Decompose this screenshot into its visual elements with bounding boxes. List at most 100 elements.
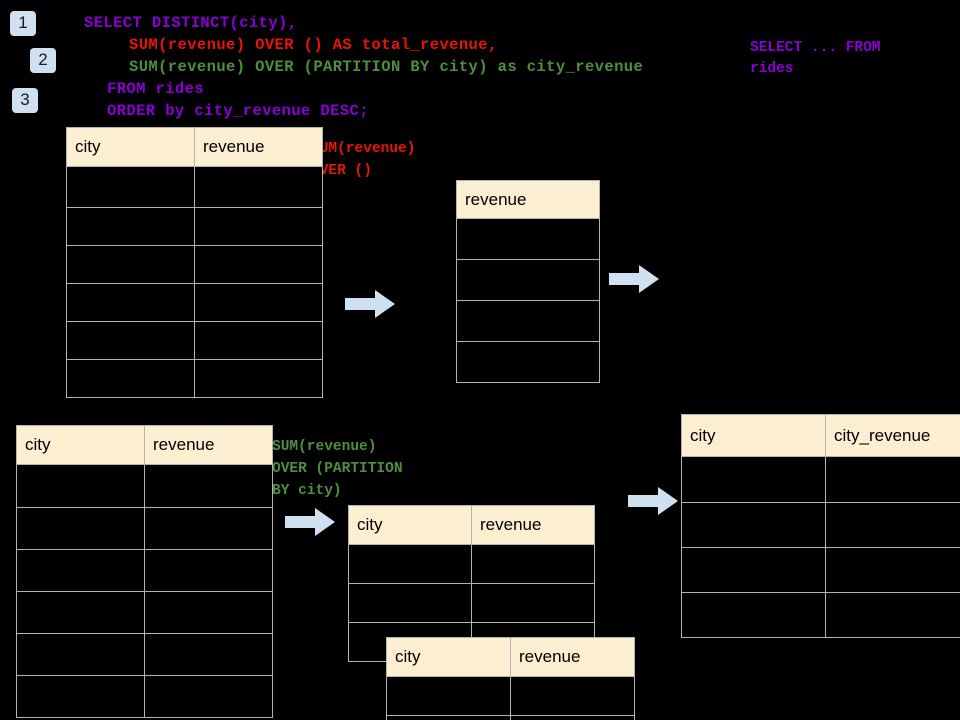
table-row bbox=[456, 300, 600, 342]
table-header-row: city revenue bbox=[386, 637, 635, 677]
column-header-revenue: revenue bbox=[456, 180, 600, 219]
column-header-city: city bbox=[681, 414, 826, 457]
arrow-source-to-partition bbox=[285, 508, 335, 536]
cell-revenue bbox=[144, 633, 273, 676]
table-row bbox=[386, 715, 635, 720]
table-row bbox=[16, 591, 273, 634]
sql-line-3: SUM(revenue) OVER (PARTITION BY city) as… bbox=[129, 58, 644, 76]
cell-city bbox=[386, 715, 511, 720]
cell-revenue bbox=[144, 507, 273, 550]
table-row bbox=[681, 502, 960, 548]
table-row bbox=[66, 359, 323, 398]
table-row bbox=[66, 166, 323, 208]
cell-city bbox=[66, 207, 195, 246]
cell-revenue bbox=[144, 591, 273, 634]
sql-line-4: FROM rides bbox=[107, 80, 205, 98]
table-header-row: city revenue bbox=[348, 505, 595, 545]
table-row bbox=[66, 283, 323, 322]
cell-city bbox=[66, 166, 195, 208]
cell-revenue bbox=[456, 341, 600, 383]
table-row bbox=[456, 218, 600, 260]
annotation-city-revenue-line3: BY city) bbox=[272, 483, 342, 499]
cell-revenue bbox=[194, 321, 323, 360]
table-header-row: city city_revenue bbox=[681, 414, 960, 457]
table-row bbox=[681, 592, 960, 638]
cell-city bbox=[16, 633, 145, 676]
cell-city-revenue bbox=[825, 592, 960, 638]
cell-city bbox=[16, 591, 145, 634]
partition-table-b: city revenue bbox=[386, 637, 635, 720]
cell-city bbox=[66, 359, 195, 398]
step-badge-3: 3 bbox=[12, 88, 38, 113]
table-header-row: revenue bbox=[456, 180, 600, 219]
cell-city bbox=[66, 245, 195, 284]
sql-line-1: SELECT DISTINCT(city), bbox=[84, 14, 298, 32]
step-badge-2: 2 bbox=[30, 48, 56, 73]
table-row bbox=[456, 259, 600, 301]
cell-revenue bbox=[456, 259, 600, 301]
cell-revenue bbox=[144, 675, 273, 718]
table-row bbox=[456, 341, 600, 383]
cell-city bbox=[16, 464, 145, 508]
cell-revenue bbox=[194, 359, 323, 398]
partition-table-a: city revenue bbox=[348, 505, 595, 662]
cell-revenue bbox=[194, 245, 323, 284]
column-header-city: city bbox=[348, 505, 472, 545]
sql-line-2: SUM(revenue) OVER () AS total_revenue, bbox=[129, 36, 498, 54]
table-header-row: city revenue bbox=[16, 425, 273, 465]
cell-city bbox=[681, 456, 826, 503]
sql-line-5: ORDER by city_revenue DESC; bbox=[107, 102, 369, 120]
cell-revenue bbox=[510, 676, 635, 716]
rides-source-table: city revenue bbox=[66, 127, 323, 398]
cell-revenue bbox=[144, 549, 273, 592]
cell-city bbox=[16, 549, 145, 592]
cell-revenue bbox=[510, 715, 635, 720]
cell-city bbox=[681, 592, 826, 638]
table-row bbox=[66, 245, 323, 284]
step-badge-3-label: 3 bbox=[20, 90, 30, 109]
annotation-select-from-rides-line1: SELECT ... FROM bbox=[750, 40, 881, 56]
cell-revenue bbox=[456, 218, 600, 260]
table-row bbox=[386, 676, 635, 716]
cell-city-revenue bbox=[825, 502, 960, 548]
column-header-city: city bbox=[66, 127, 195, 167]
table-row bbox=[16, 549, 273, 592]
table-row bbox=[348, 544, 595, 584]
annotation-city-revenue-line1: SUM(revenue) bbox=[272, 439, 377, 455]
cell-city bbox=[16, 507, 145, 550]
cell-revenue bbox=[194, 166, 323, 208]
cell-city bbox=[66, 283, 195, 322]
cell-city bbox=[386, 676, 511, 716]
city-revenue-result-table: city city_revenue bbox=[681, 414, 960, 638]
column-header-revenue: revenue bbox=[510, 637, 635, 677]
cell-city bbox=[348, 544, 472, 584]
table-row bbox=[66, 207, 323, 246]
arrow-partition-to-result bbox=[628, 487, 678, 515]
table-row bbox=[16, 464, 273, 508]
cell-city bbox=[681, 547, 826, 593]
cell-revenue bbox=[456, 300, 600, 342]
cell-city-revenue bbox=[825, 456, 960, 503]
table-row bbox=[16, 507, 273, 550]
cell-revenue bbox=[144, 464, 273, 508]
step-badge-1: 1 bbox=[10, 11, 36, 36]
table-header-row: city revenue bbox=[66, 127, 323, 167]
cell-city bbox=[681, 502, 826, 548]
table-row bbox=[681, 547, 960, 593]
column-header-city-revenue: city_revenue bbox=[825, 414, 960, 457]
arrow-source-to-total bbox=[345, 290, 395, 318]
step-badge-1-label: 1 bbox=[18, 13, 28, 32]
table-row bbox=[16, 675, 273, 718]
cell-revenue bbox=[194, 207, 323, 246]
column-header-revenue: revenue bbox=[471, 505, 595, 545]
total-revenue-table: revenue bbox=[456, 180, 600, 383]
table-row bbox=[16, 633, 273, 676]
cell-city-revenue bbox=[825, 547, 960, 593]
rides-source-table-bottom: city revenue bbox=[16, 425, 273, 718]
table-row bbox=[681, 456, 960, 503]
cell-revenue bbox=[471, 544, 595, 584]
annotation-total-revenue-line1: SUM(revenue) bbox=[311, 141, 416, 157]
cell-city bbox=[348, 583, 472, 623]
cell-city bbox=[16, 675, 145, 718]
